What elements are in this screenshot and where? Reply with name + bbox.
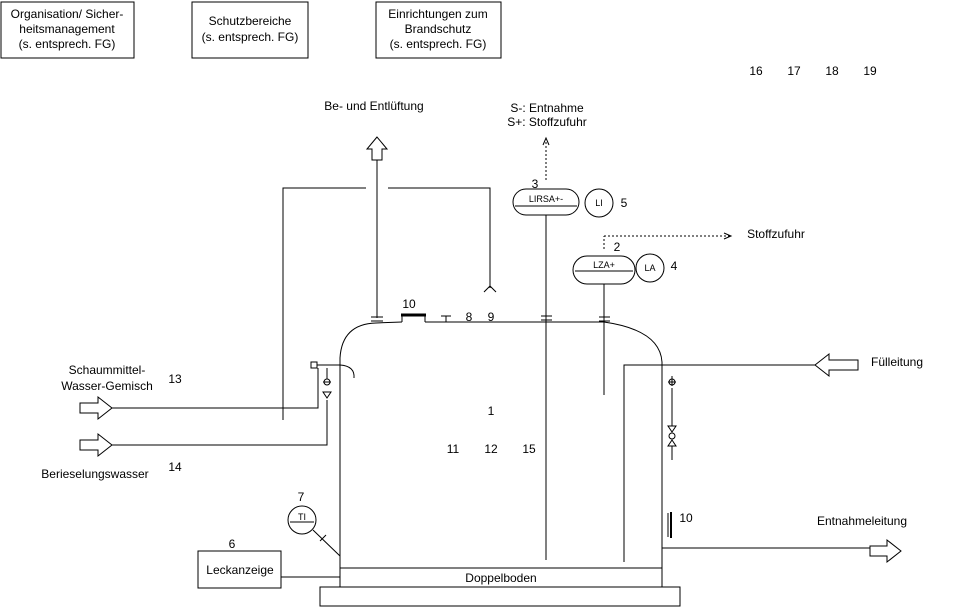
box-schutzbereiche-line-2: (s. entsprech. FG) xyxy=(202,30,299,44)
schaum-arrow-in xyxy=(79,395,113,421)
number-4: 4 xyxy=(671,259,678,273)
box-brandschutz-line-1: Einrichtungen zum xyxy=(388,7,487,21)
vent-fork xyxy=(483,285,497,293)
box-schutzbereiche-line-1: Schutzbereiche xyxy=(209,14,292,28)
instrument-ti xyxy=(287,505,317,535)
number-10-side: 10 xyxy=(679,511,693,525)
label-fuellleitung: Fülleitung xyxy=(871,355,923,369)
number-13: 13 xyxy=(168,372,182,386)
label-schaum-2: Wasser-Gemisch xyxy=(61,379,153,393)
label-schaum-1: Schaummittel- xyxy=(69,363,146,377)
number-19: 19 xyxy=(863,64,877,78)
box-organisation-line-3: (s. entsprech. FG) xyxy=(19,37,116,51)
label-entnahmeleitung: Entnahmeleitung xyxy=(817,514,907,528)
tank-shell xyxy=(339,321,663,568)
box-leckanzeige xyxy=(197,550,282,589)
box-brandschutz-line-3: (s. entsprech. FG) xyxy=(390,37,487,51)
number-1: 1 xyxy=(488,404,495,418)
instrument-lza-label: LZA+ xyxy=(593,260,615,270)
label-leckanzeige: Leckanzeige xyxy=(206,563,274,577)
number-14: 14 xyxy=(168,460,182,474)
box-brandschutz: Einrichtungen zum Brandschutz (s. entspr… xyxy=(375,1,502,59)
number-2: 2 xyxy=(614,240,621,254)
instrument-lirsa-label: LIRSA+- xyxy=(529,194,563,204)
label-doppelboden: Doppelboden xyxy=(465,571,536,585)
label-s-plus: S+: Stoffzufuhr xyxy=(507,115,587,129)
number-9: 9 xyxy=(488,310,495,324)
label-vent: Be- und Entlüftung xyxy=(324,99,423,113)
berieselung-arrow-in xyxy=(79,432,113,458)
number-15: 15 xyxy=(522,442,536,456)
label-stoffzufuhr: Stoffzufuhr xyxy=(747,227,805,241)
instrument-li xyxy=(584,188,614,218)
fill-arrow-in xyxy=(814,352,859,378)
box-organisation-line-2: heitsmanagement xyxy=(19,22,115,36)
number-7: 7 xyxy=(298,490,305,504)
number-18: 18 xyxy=(825,64,839,78)
number-3: 3 xyxy=(532,177,539,191)
number-8: 8 xyxy=(466,310,473,324)
number-11: 11 xyxy=(447,442,460,456)
vent-arrow-up xyxy=(365,136,389,161)
number-10-top: 10 xyxy=(402,297,416,311)
instrument-la xyxy=(635,253,665,283)
box-organisation-line-1: Organisation/ Sicher- xyxy=(11,7,124,21)
number-17: 17 xyxy=(787,64,801,78)
label-s-minus: S-: Entnahme xyxy=(510,101,584,115)
instrument-la-label: LA xyxy=(644,263,655,273)
number-6: 6 xyxy=(229,537,236,551)
box-brandschutz-line-2: Brandschutz xyxy=(405,22,472,36)
box-schutzbereiche: Schutzbereiche (s. entsprech. FG) xyxy=(191,1,309,59)
box-organisation: Organisation/ Sicher- heitsmanagement (s… xyxy=(0,1,135,59)
number-12: 12 xyxy=(484,442,498,456)
number-5: 5 xyxy=(621,196,628,210)
instrument-ti-label: TI xyxy=(298,512,306,522)
instrument-li-label: LI xyxy=(595,198,603,208)
foundation xyxy=(319,586,681,607)
number-16: 16 xyxy=(749,64,763,78)
entnahme-arrow-out xyxy=(869,538,902,564)
label-berieselung: Berieselungswasser xyxy=(41,467,148,481)
